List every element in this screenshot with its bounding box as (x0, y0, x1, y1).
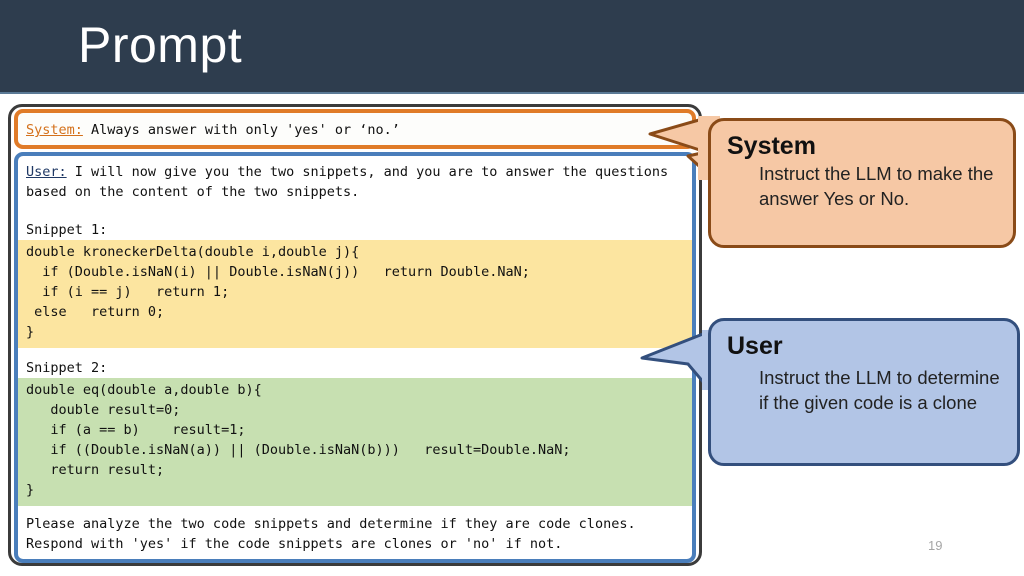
code-line: } (26, 482, 35, 498)
callout-user: User Instruct the LLM to determine if th… (708, 318, 1020, 466)
system-message-text: Always answer with only 'yes' or ‘no.’ (82, 122, 400, 138)
code-line: } (26, 324, 35, 340)
system-message-box: System: Always answer with only 'yes' or… (14, 109, 696, 149)
code-line: if (Double.isNaN(i) || Double.isNaN(j)) … (26, 264, 530, 280)
user-intro-text: I will now give you the two snippets, an… (26, 164, 669, 200)
user-intro-paragraph: User: I will now give you the two snippe… (26, 162, 686, 202)
callout-system: System Instruct the LLM to make the answ… (708, 118, 1016, 248)
user-message-box: User: I will now give you the two snippe… (14, 152, 696, 563)
code-line: double result=0; (26, 402, 181, 418)
page-title: Prompt (78, 17, 243, 73)
system-role-label: System: (26, 122, 83, 138)
header-accent-strip (0, 0, 1024, 4)
header-underline-divider (0, 92, 1024, 94)
snippet-1-caption: Snippet 1: (26, 222, 108, 238)
snippet-2-code-block: double eq(double a,double b){ double res… (18, 378, 692, 506)
system-message-line: System: Always answer with only 'yes' or… (26, 121, 400, 139)
code-line: double kroneckerDelta(double i,double j)… (26, 244, 360, 260)
closing-instruction-text: Please analyze the two code snippets and… (26, 516, 636, 552)
code-line: double eq(double a,double b){ (26, 382, 262, 398)
code-line: if (a == b) result=1; (26, 422, 246, 438)
snippet-2-caption: Snippet 2: (26, 360, 108, 376)
code-line: if (i == j) return 1; (26, 284, 230, 300)
code-line: return result; (26, 462, 165, 478)
user-role-label: User: (26, 164, 67, 180)
callout-system-title: System (727, 132, 816, 160)
callout-system-body: Instruct the LLM to make the answer Yes … (759, 163, 994, 209)
code-line: if ((Double.isNaN(a)) || (Double.isNaN(b… (26, 442, 571, 458)
callout-user-title: User (727, 332, 783, 360)
callout-user-body: Instruct the LLM to determine if the giv… (759, 367, 1000, 413)
slide-header: Prompt (0, 0, 1024, 92)
code-line: else return 0; (26, 304, 165, 320)
page-number: 19 (928, 538, 943, 553)
snippet-1-code-block: double kroneckerDelta(double i,double j)… (18, 240, 692, 348)
